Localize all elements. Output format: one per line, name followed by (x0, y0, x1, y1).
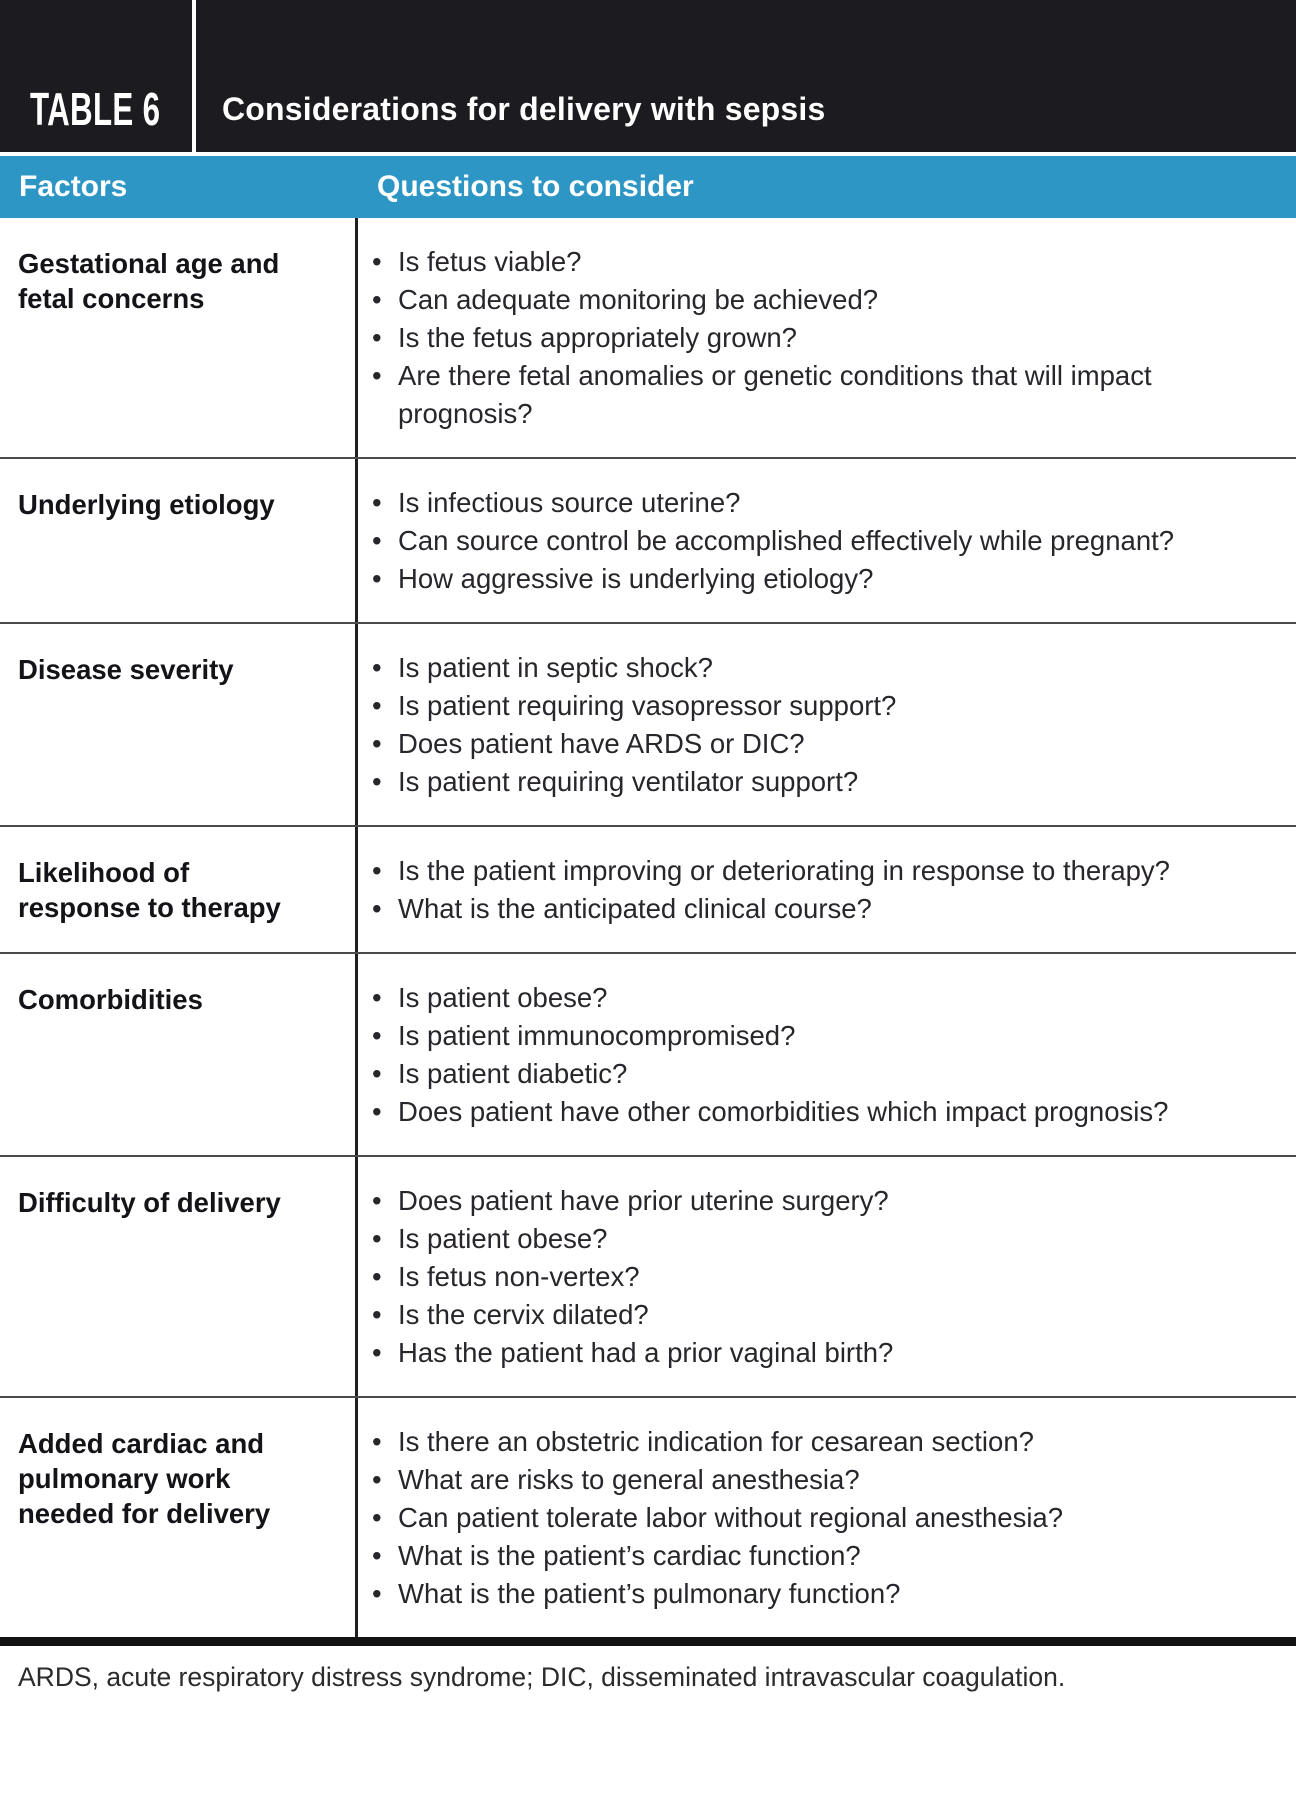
factor-cell: Comorbidities (0, 954, 358, 1155)
questions-list: Is the patient improving or deterioratin… (358, 827, 1296, 952)
questions-list: Does patient have prior uterine surgery?… (358, 1157, 1296, 1396)
question-item: Is patient obese? (358, 979, 1206, 1017)
questions-list: Is there an obstetric indication for ces… (358, 1398, 1296, 1637)
question-item: What are risks to general anesthesia? (358, 1461, 1206, 1499)
table-label-box: TABLE 6 (0, 83, 192, 152)
question-item: Has the patient had a prior vaginal birt… (358, 1334, 1206, 1372)
table-row: Comorbidities Is patient obese?Is patien… (0, 952, 1296, 1155)
question-item: How aggressive is underlying etiology? (358, 560, 1206, 598)
table-title: Considerations for delivery with sepsis (222, 91, 826, 127)
question-item: Is the cervix dilated? (358, 1296, 1206, 1334)
factor-cell: Gestational age and fetal concerns (0, 218, 358, 457)
factor-cell: Likelihood of response to therapy (0, 827, 358, 952)
question-item: Is patient obese? (358, 1220, 1206, 1258)
factor-cell: Disease severity (0, 624, 358, 825)
question-item: Is there an obstetric indication for ces… (358, 1423, 1206, 1461)
column-header-factors: Factors (19, 170, 128, 203)
question-item: Is fetus non-vertex? (358, 1258, 1206, 1296)
table-row: Disease severity Is patient in septic sh… (0, 622, 1296, 825)
question-item: Does patient have other comorbidities wh… (358, 1093, 1206, 1131)
table-title-box: Considerations for delivery with sepsis (196, 91, 1296, 152)
question-item: Are there fetal anomalies or genetic con… (358, 357, 1206, 433)
question-item: Is patient requiring vasopressor support… (358, 687, 1206, 725)
table-row: Added cardiac and pulmonary work needed … (0, 1396, 1296, 1637)
question-item: Is fetus viable? (358, 243, 1206, 281)
question-item: Is the patient improving or deterioratin… (358, 852, 1206, 890)
questions-list: Is patient obese?Is patient immunocompro… (358, 954, 1296, 1155)
questions-list: Is infectious source uterine?Can source … (358, 459, 1296, 622)
question-item: Can adequate monitoring be achieved? (358, 281, 1206, 319)
questions-list: Is patient in septic shock?Is patient re… (358, 624, 1296, 825)
factor-cell: Underlying etiology (0, 459, 358, 622)
table-row: Likelihood of response to therapy Is the… (0, 825, 1296, 952)
table-header: TABLE 6 Considerations for delivery with… (0, 0, 1296, 152)
question-item: Does patient have prior uterine surgery? (358, 1182, 1206, 1220)
factor-cell: Difficulty of delivery (0, 1157, 358, 1396)
header-gap (0, 152, 1296, 156)
question-item: Can patient tolerate labor without regio… (358, 1499, 1206, 1537)
question-item: Can source control be accomplished effec… (358, 522, 1206, 560)
question-item: What is the anticipated clinical course? (358, 890, 1206, 928)
column-header-questions: Questions to consider (377, 170, 694, 203)
question-item: What is the patient’s pulmonary function… (358, 1575, 1206, 1613)
question-item: Does patient have ARDS or DIC? (358, 725, 1206, 763)
question-item: What is the patient’s cardiac function? (358, 1537, 1206, 1575)
question-item: Is patient requiring ventilator support? (358, 763, 1206, 801)
table-body: Gestational age and fetal concerns Is fe… (0, 218, 1296, 1637)
factor-cell: Added cardiac and pulmonary work needed … (0, 1398, 358, 1637)
question-item: Is infectious source uterine? (358, 484, 1206, 522)
question-item: Is patient diabetic? (358, 1055, 1206, 1093)
table-row: Gestational age and fetal concerns Is fe… (0, 218, 1296, 457)
table-bottom-rule (0, 1637, 1296, 1646)
question-item: Is patient in septic shock? (358, 649, 1206, 687)
footnote: ARDS, acute respiratory distress syndrom… (18, 1662, 1066, 1692)
question-item: Is patient immunocompromised? (358, 1017, 1206, 1055)
table-figure: TABLE 6 Considerations for delivery with… (0, 0, 1296, 1711)
table-row: Difficulty of delivery Does patient have… (0, 1155, 1296, 1396)
table-row: Underlying etiology Is infectious source… (0, 457, 1296, 622)
question-item: Is the fetus appropriately grown? (358, 319, 1206, 357)
table-label: TABLE 6 (30, 83, 161, 136)
column-header-row: Factors Questions to consider (0, 156, 1296, 218)
questions-list: Is fetus viable?Can adequate monitoring … (358, 218, 1296, 457)
header-divider (192, 0, 196, 152)
